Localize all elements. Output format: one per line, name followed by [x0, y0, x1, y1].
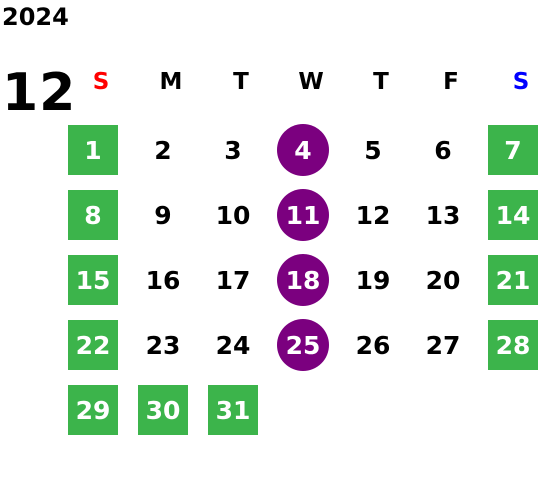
- highlighted-day-number: 4: [277, 124, 329, 176]
- calendar-day[interactable]: 30: [130, 385, 196, 435]
- weekend-day-number: 1: [68, 125, 118, 175]
- day-number: 20: [425, 265, 461, 295]
- day-number: 3: [224, 135, 242, 165]
- calendar-day[interactable]: 5: [340, 125, 406, 175]
- weekend-day-number: 7: [488, 125, 538, 175]
- day-number: 17: [215, 265, 251, 295]
- day-number: 10: [215, 200, 251, 230]
- weekend-day-number: 29: [68, 385, 118, 435]
- calendar-day[interactable]: 26: [340, 320, 406, 370]
- highlighted-day-number: 18: [277, 254, 329, 306]
- calendar-day[interactable]: 21: [480, 255, 546, 305]
- calendar-day[interactable]: 31: [200, 385, 266, 435]
- calendar-day[interactable]: 23: [130, 320, 196, 370]
- day-number: 6: [434, 135, 452, 165]
- day-number: 16: [145, 265, 181, 295]
- calendar-day[interactable]: 18: [270, 254, 336, 306]
- weekend-day-number: 21: [488, 255, 538, 305]
- year-label: 2024: [2, 3, 69, 31]
- weekday-header: F: [443, 69, 459, 95]
- calendar-day[interactable]: 12: [340, 190, 406, 240]
- weekday-header: S: [512, 69, 530, 95]
- weekend-day-number: 22: [68, 320, 118, 370]
- weekend-day-number: 31: [208, 385, 258, 435]
- calendar-day[interactable]: 2: [130, 125, 196, 175]
- highlighted-day-number: 25: [277, 319, 329, 371]
- weekday-header: T: [373, 69, 389, 95]
- day-number: 23: [145, 330, 181, 360]
- calendar-day[interactable]: 22: [60, 320, 126, 370]
- day-number: 26: [355, 330, 391, 360]
- weekend-day-number: 15: [68, 255, 118, 305]
- calendar-day[interactable]: 27: [410, 320, 476, 370]
- day-number: 12: [355, 200, 391, 230]
- calendar-day[interactable]: 9: [130, 190, 196, 240]
- day-number: 2: [154, 135, 172, 165]
- weekend-day-number: 28: [488, 320, 538, 370]
- calendar-day[interactable]: 20: [410, 255, 476, 305]
- calendar-day[interactable]: 19: [340, 255, 406, 305]
- calendar-day[interactable]: 1: [60, 125, 126, 175]
- calendar-day[interactable]: 15: [60, 255, 126, 305]
- calendar-day[interactable]: 4: [270, 124, 336, 176]
- weekend-day-number: 8: [68, 190, 118, 240]
- calendar-day[interactable]: 24: [200, 320, 266, 370]
- day-number: 5: [364, 135, 382, 165]
- weekday-header: W: [298, 69, 324, 95]
- weekday-header: T: [233, 69, 249, 95]
- day-number: 19: [355, 265, 391, 295]
- calendar-day[interactable]: 29: [60, 385, 126, 435]
- weekday-header: M: [159, 69, 183, 95]
- calendar-day[interactable]: 28: [480, 320, 546, 370]
- calendar-day[interactable]: 8: [60, 190, 126, 240]
- calendar-day[interactable]: 16: [130, 255, 196, 305]
- weekday-header: S: [92, 69, 110, 95]
- day-number: 24: [215, 330, 251, 360]
- highlighted-day-number: 11: [277, 189, 329, 241]
- calendar-day[interactable]: 10: [200, 190, 266, 240]
- calendar-day[interactable]: 6: [410, 125, 476, 175]
- weekend-day-number: 30: [138, 385, 188, 435]
- calendar-day[interactable]: 17: [200, 255, 266, 305]
- calendar-day[interactable]: 13: [410, 190, 476, 240]
- day-number: 13: [425, 200, 461, 230]
- calendar-day[interactable]: 14: [480, 190, 546, 240]
- calendar-day[interactable]: 25: [270, 319, 336, 371]
- day-number: 9: [154, 200, 172, 230]
- day-number: 27: [425, 330, 461, 360]
- month-label: 12: [2, 63, 77, 123]
- calendar-day[interactable]: 7: [480, 125, 546, 175]
- calendar-day[interactable]: 3: [200, 125, 266, 175]
- calendar-day[interactable]: 11: [270, 189, 336, 241]
- weekend-day-number: 14: [488, 190, 538, 240]
